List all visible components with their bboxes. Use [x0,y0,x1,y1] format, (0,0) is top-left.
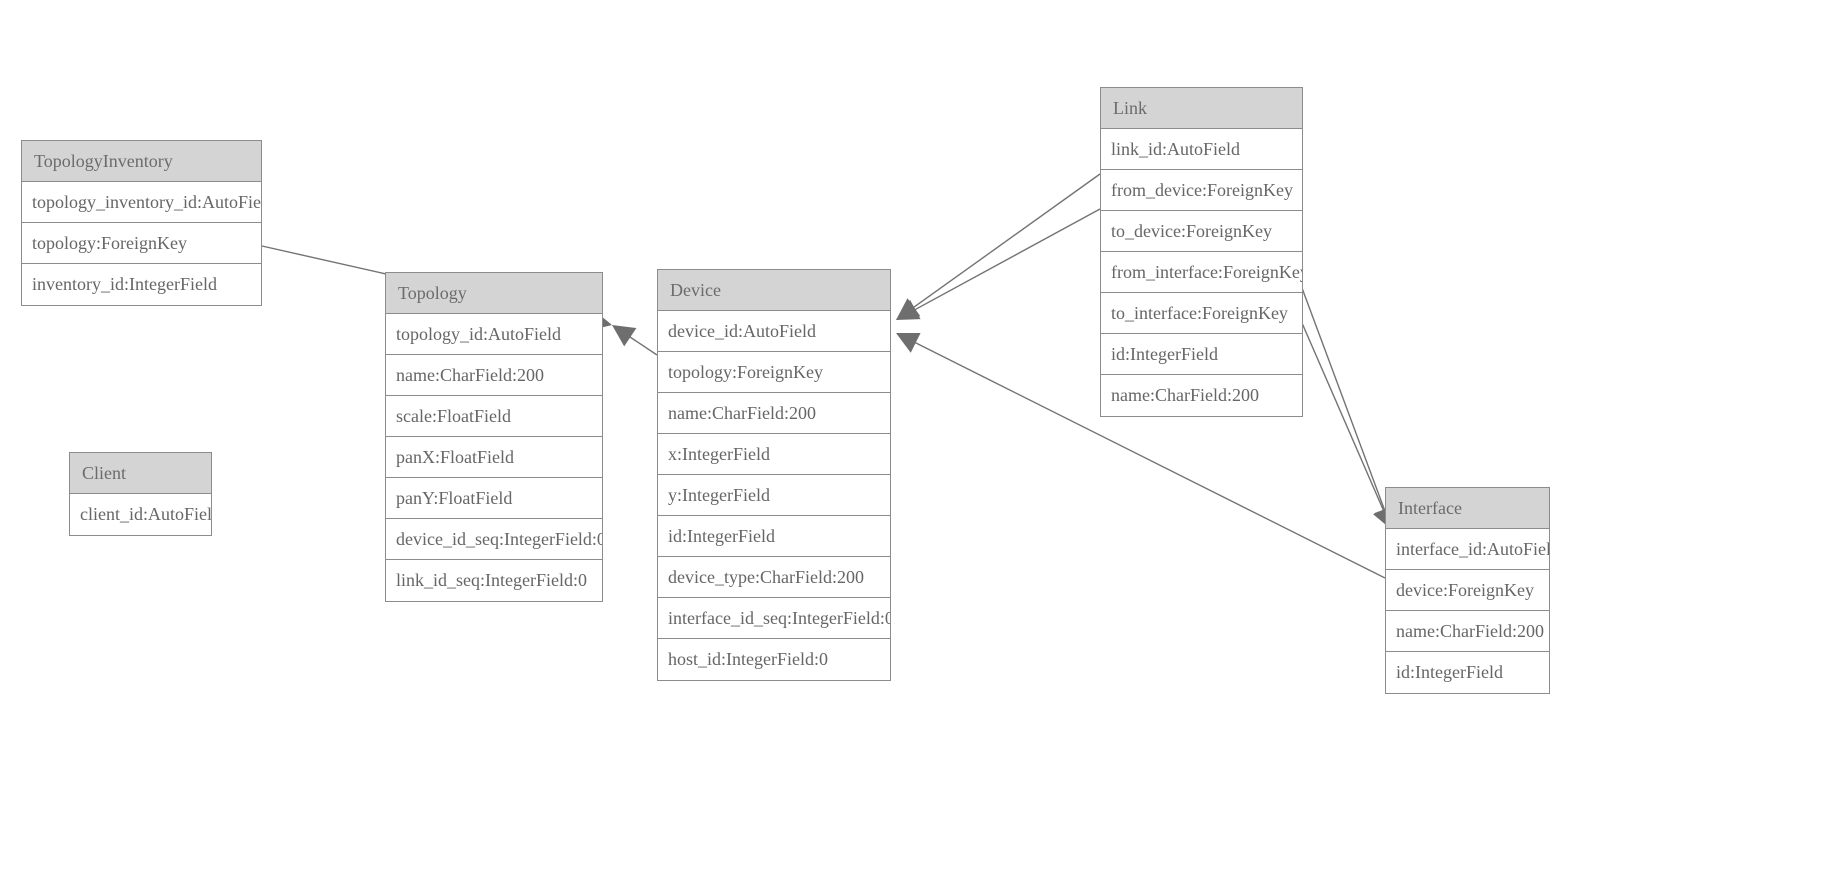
entity-title-link: Link [1101,88,1302,129]
entity-field-row: to_interface:ForeignKey [1101,293,1302,334]
entity-field-row: device_id:AutoField [658,311,890,352]
entity-field-row: name:CharField:200 [658,393,890,434]
entity-title-interface: Interface [1386,488,1549,529]
entity-field-row: id:IntegerField [1396,662,1503,682]
entity-field-row: x:IntegerField [658,434,890,475]
entity-field-row: device_type:CharField:200 [658,557,890,598]
relation-arrowhead [896,299,921,320]
entity-field-row: name:CharField:200 [386,355,602,396]
entity-field-row: device:ForeignKey [1386,570,1549,611]
entity-field-row: link_id:AutoField [1101,129,1302,170]
entity-field-row: y:IntegerField [658,475,890,516]
entity-field-row: from_interface:ForeignKey [1101,252,1302,293]
entity-field-row: interface_id:AutoField [1386,529,1549,570]
relation-link-from-device [896,173,1101,320]
relation-line [1301,287,1388,518]
entity-title-client: Client [70,453,211,494]
relation-device-topology [612,325,658,356]
relation-line [907,208,1101,314]
entity-field-row: panY:FloatField [386,478,602,519]
entity-field-row: device_id_seq:IntegerField:0 [386,519,602,560]
entity-field-row: host_id:IntegerField:0 [668,649,828,669]
relation-line [623,332,658,356]
entity-field-row: name:CharField:200 [1386,611,1549,652]
entity-field-row: topology_id:AutoField [386,314,602,355]
relation-line [1301,322,1388,518]
entity-field-row: id:IntegerField [658,516,890,557]
entity-field-row: topology:ForeignKey [658,352,890,393]
entity-title-device: Device [658,270,890,311]
entity-field-row: panX:FloatField [386,437,602,478]
entity-title-topology_inventory: TopologyInventory [22,141,261,182]
entity-field-row: client_id:AutoField [80,504,211,524]
entity-field-row: link_id_seq:IntegerField:0 [396,570,587,590]
entity-client[interactable]: Client client_id:AutoField [69,452,212,536]
entity-field-row: from_device:ForeignKey [1101,170,1302,211]
relation-arrowhead [896,298,921,320]
relation-link-to-device [896,208,1101,320]
entity-field-row: id:IntegerField [1101,334,1302,375]
entity-field-row: topology_inventory_id:AutoField [22,182,261,223]
entity-field-row: name:CharField:200 [1111,385,1259,405]
entity-field-row: inventory_id:IntegerField [32,274,217,294]
entity-field-row: topology:ForeignKey [22,223,261,264]
entity-field-row: scale:FloatField [386,396,602,437]
entity-title-topology: Topology [386,273,602,314]
relation-arrowhead [896,333,921,353]
entity-field-row: to_device:ForeignKey [1101,211,1302,252]
relation-arrowhead [612,325,637,347]
entity-field-row: interface_id_seq:IntegerField:0 [658,598,890,639]
relation-line [906,173,1101,313]
